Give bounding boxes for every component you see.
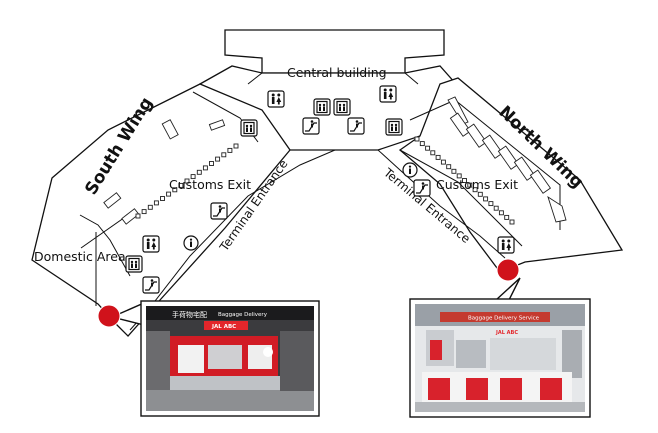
escalator-icon [302,117,320,135]
escalator-icon [347,117,365,135]
seat-marker [504,214,510,220]
seat-marker [493,205,499,211]
north-seat-rows [414,96,567,225]
elevator-icon [313,98,331,116]
seat-marker [233,143,239,149]
location-marker-south [97,304,121,328]
label-central-building: Central building [287,65,387,80]
seat-marker [425,145,431,151]
photo-sign-jp: 手荷物宅配 [172,310,207,319]
seat-marker [190,174,196,180]
seat-marker [430,150,436,156]
seat-marker [135,213,141,219]
seat-marker [456,173,462,179]
label-domestic-area: Domestic Area [34,249,126,264]
escalator-icon [413,179,431,197]
seat-marker [446,164,452,170]
seat-marker [202,165,208,171]
escalator-icon [142,276,160,294]
seat-marker [472,187,478,193]
seat-marker [196,169,202,175]
seat-marker [141,209,147,215]
label-customs-exit-north: Customs Exit [436,177,518,192]
seat-marker [509,219,515,225]
seat-marker [435,154,441,160]
seat-marker [209,161,214,166]
seat-marker [483,196,489,202]
seat-marker [419,141,425,147]
seat-marker [440,159,446,165]
seat-marker [488,201,494,207]
elevator-icon [385,118,403,136]
photo-baggage-counter-north: Baggage Delivery Service JAL ABC [409,277,591,418]
photo-brand-logo: JAL ABC [211,324,236,330]
seat-marker [477,191,483,197]
photo-sign-en: Baggage Delivery [218,312,268,318]
seat-marker [462,178,467,183]
seat-marker [215,156,221,162]
seat-marker [147,204,153,210]
seat-marker [184,178,190,184]
seat-marker [498,210,504,216]
label-customs-exit-south: Customs Exit [169,177,251,192]
escalator-icon [210,202,228,220]
seat-marker [467,182,473,188]
information-icon [183,235,199,251]
seat-marker [227,147,233,153]
information-icon [402,162,418,178]
elevator-icon [125,255,143,273]
photo-baggage-counter-south: 手荷物宅配 Baggage Delivery JAL ABC [109,300,320,417]
seat-marker [166,191,172,197]
photo-brand-logo: JAL ABC [495,330,518,336]
seat-marker [221,152,227,158]
south-seat-rows [103,119,239,225]
seat-marker [178,182,184,188]
elevator-icon [333,98,351,116]
south-wing-floor [31,83,291,337]
restroom-icon [497,236,515,254]
restroom-icon [379,85,397,103]
seat-marker [153,200,159,206]
photo-sign-en: Baggage Delivery Service [468,316,540,322]
seat-marker [414,136,420,142]
restroom-icon [267,90,285,108]
seat-marker [172,187,178,193]
seat-marker [451,168,457,174]
elevator-icon [240,119,258,137]
location-marker-north [496,258,520,282]
seat-marker [160,196,165,201]
restroom-icon [142,235,160,253]
